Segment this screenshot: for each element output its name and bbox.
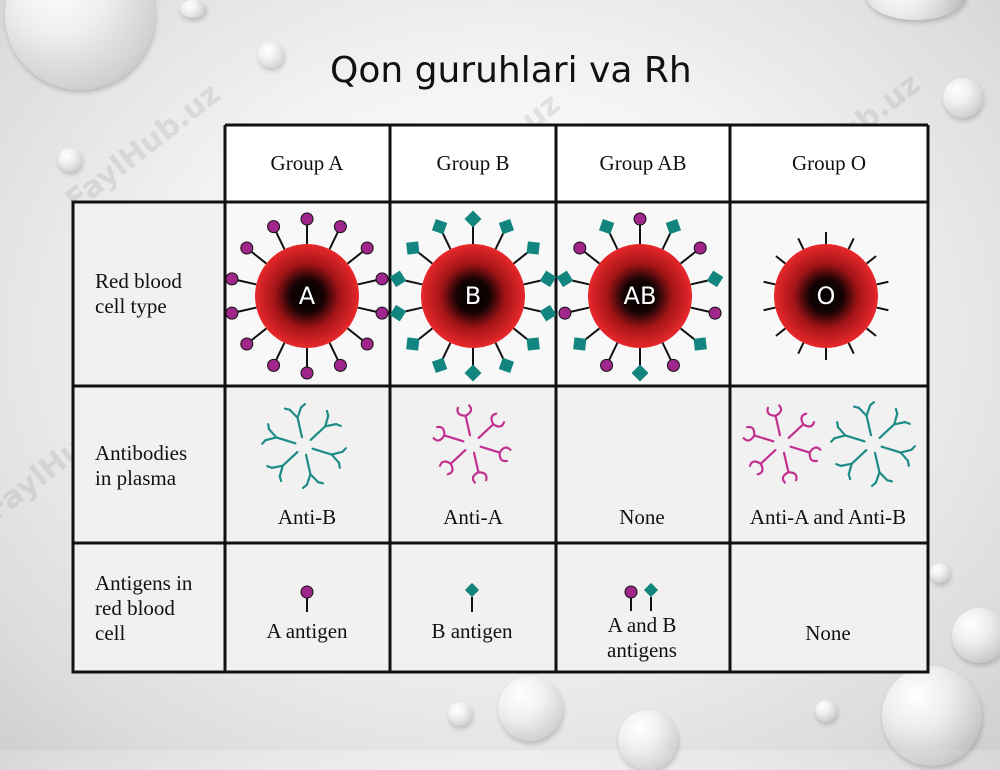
- rbc-group-ab: [556, 212, 724, 382]
- rbc-letter-a: A: [299, 282, 316, 310]
- row-label-rbc-line2: cell type: [95, 294, 167, 318]
- b-antigen-icon: [464, 582, 480, 612]
- row-label-rbc-line1: Red blood: [95, 269, 182, 293]
- row-label-antigens-line3: cell: [95, 621, 125, 645]
- water-droplet: [448, 702, 472, 726]
- anti-b-antibody-icon: [830, 401, 916, 487]
- slide-title: Qon guruhlari va Rh: [330, 50, 692, 91]
- antigen-label-group-ab-line2: antigens: [607, 638, 677, 662]
- row-label-antibodies-line1: Antibodies: [95, 441, 187, 465]
- antibody-label-group-b: Anti-A: [443, 505, 503, 529]
- header-group-ab: Group AB: [600, 151, 687, 175]
- row-label-antigens-line1: Antigens in: [95, 571, 193, 595]
- antigen-label-group-o: None: [805, 621, 851, 645]
- water-droplet: [952, 608, 1000, 663]
- water-droplet: [943, 78, 983, 118]
- anti-a-antibody-icon: [742, 404, 822, 484]
- water-droplet: [258, 42, 284, 68]
- antibody-label-group-o: Anti-A and Anti-B: [750, 505, 906, 529]
- antigen-label-group-ab-line1: A and B: [608, 613, 677, 637]
- water-droplet: [930, 563, 950, 583]
- water-droplet: [882, 666, 982, 766]
- antibody-label-group-ab: None: [619, 505, 665, 529]
- water-droplet: [58, 148, 82, 172]
- row-label-antigens-line2: red blood: [95, 596, 175, 620]
- anti-a-antibody-icon: [432, 404, 512, 484]
- row-label-antibodies-line2: in plasma: [95, 466, 177, 490]
- blood-group-table: Group A Group B Group AB Group O Red blo…: [71, 123, 930, 674]
- water-droplet: [498, 676, 563, 741]
- rbc-letter-b: B: [465, 282, 481, 310]
- a-antigen-icon: [624, 585, 638, 611]
- header-row-bg: [225, 125, 928, 202]
- header-group-a: Group A: [271, 151, 345, 175]
- rbc-group-a: [225, 212, 389, 380]
- rbc-group-b: [389, 210, 557, 382]
- antibody-label-group-a: Anti-B: [278, 505, 336, 529]
- table-grid: [71, 123, 930, 674]
- water-droplet: [180, 0, 206, 18]
- b-antigen-icon: [643, 582, 659, 611]
- water-droplet: [866, 0, 966, 20]
- a-antigen-icon: [300, 585, 314, 612]
- header-group-o: Group O: [792, 151, 866, 175]
- rbc-group-o: [763, 232, 889, 360]
- anti-b-antibody-icon: [261, 403, 347, 489]
- rbc-letter-o: O: [817, 282, 836, 310]
- water-droplet: [815, 700, 837, 722]
- header-group-b: Group B: [437, 151, 510, 175]
- antigen-label-group-b: B antigen: [431, 619, 513, 643]
- antigen-label-group-a: A antigen: [266, 619, 348, 643]
- rbc-letter-ab: AB: [624, 282, 657, 310]
